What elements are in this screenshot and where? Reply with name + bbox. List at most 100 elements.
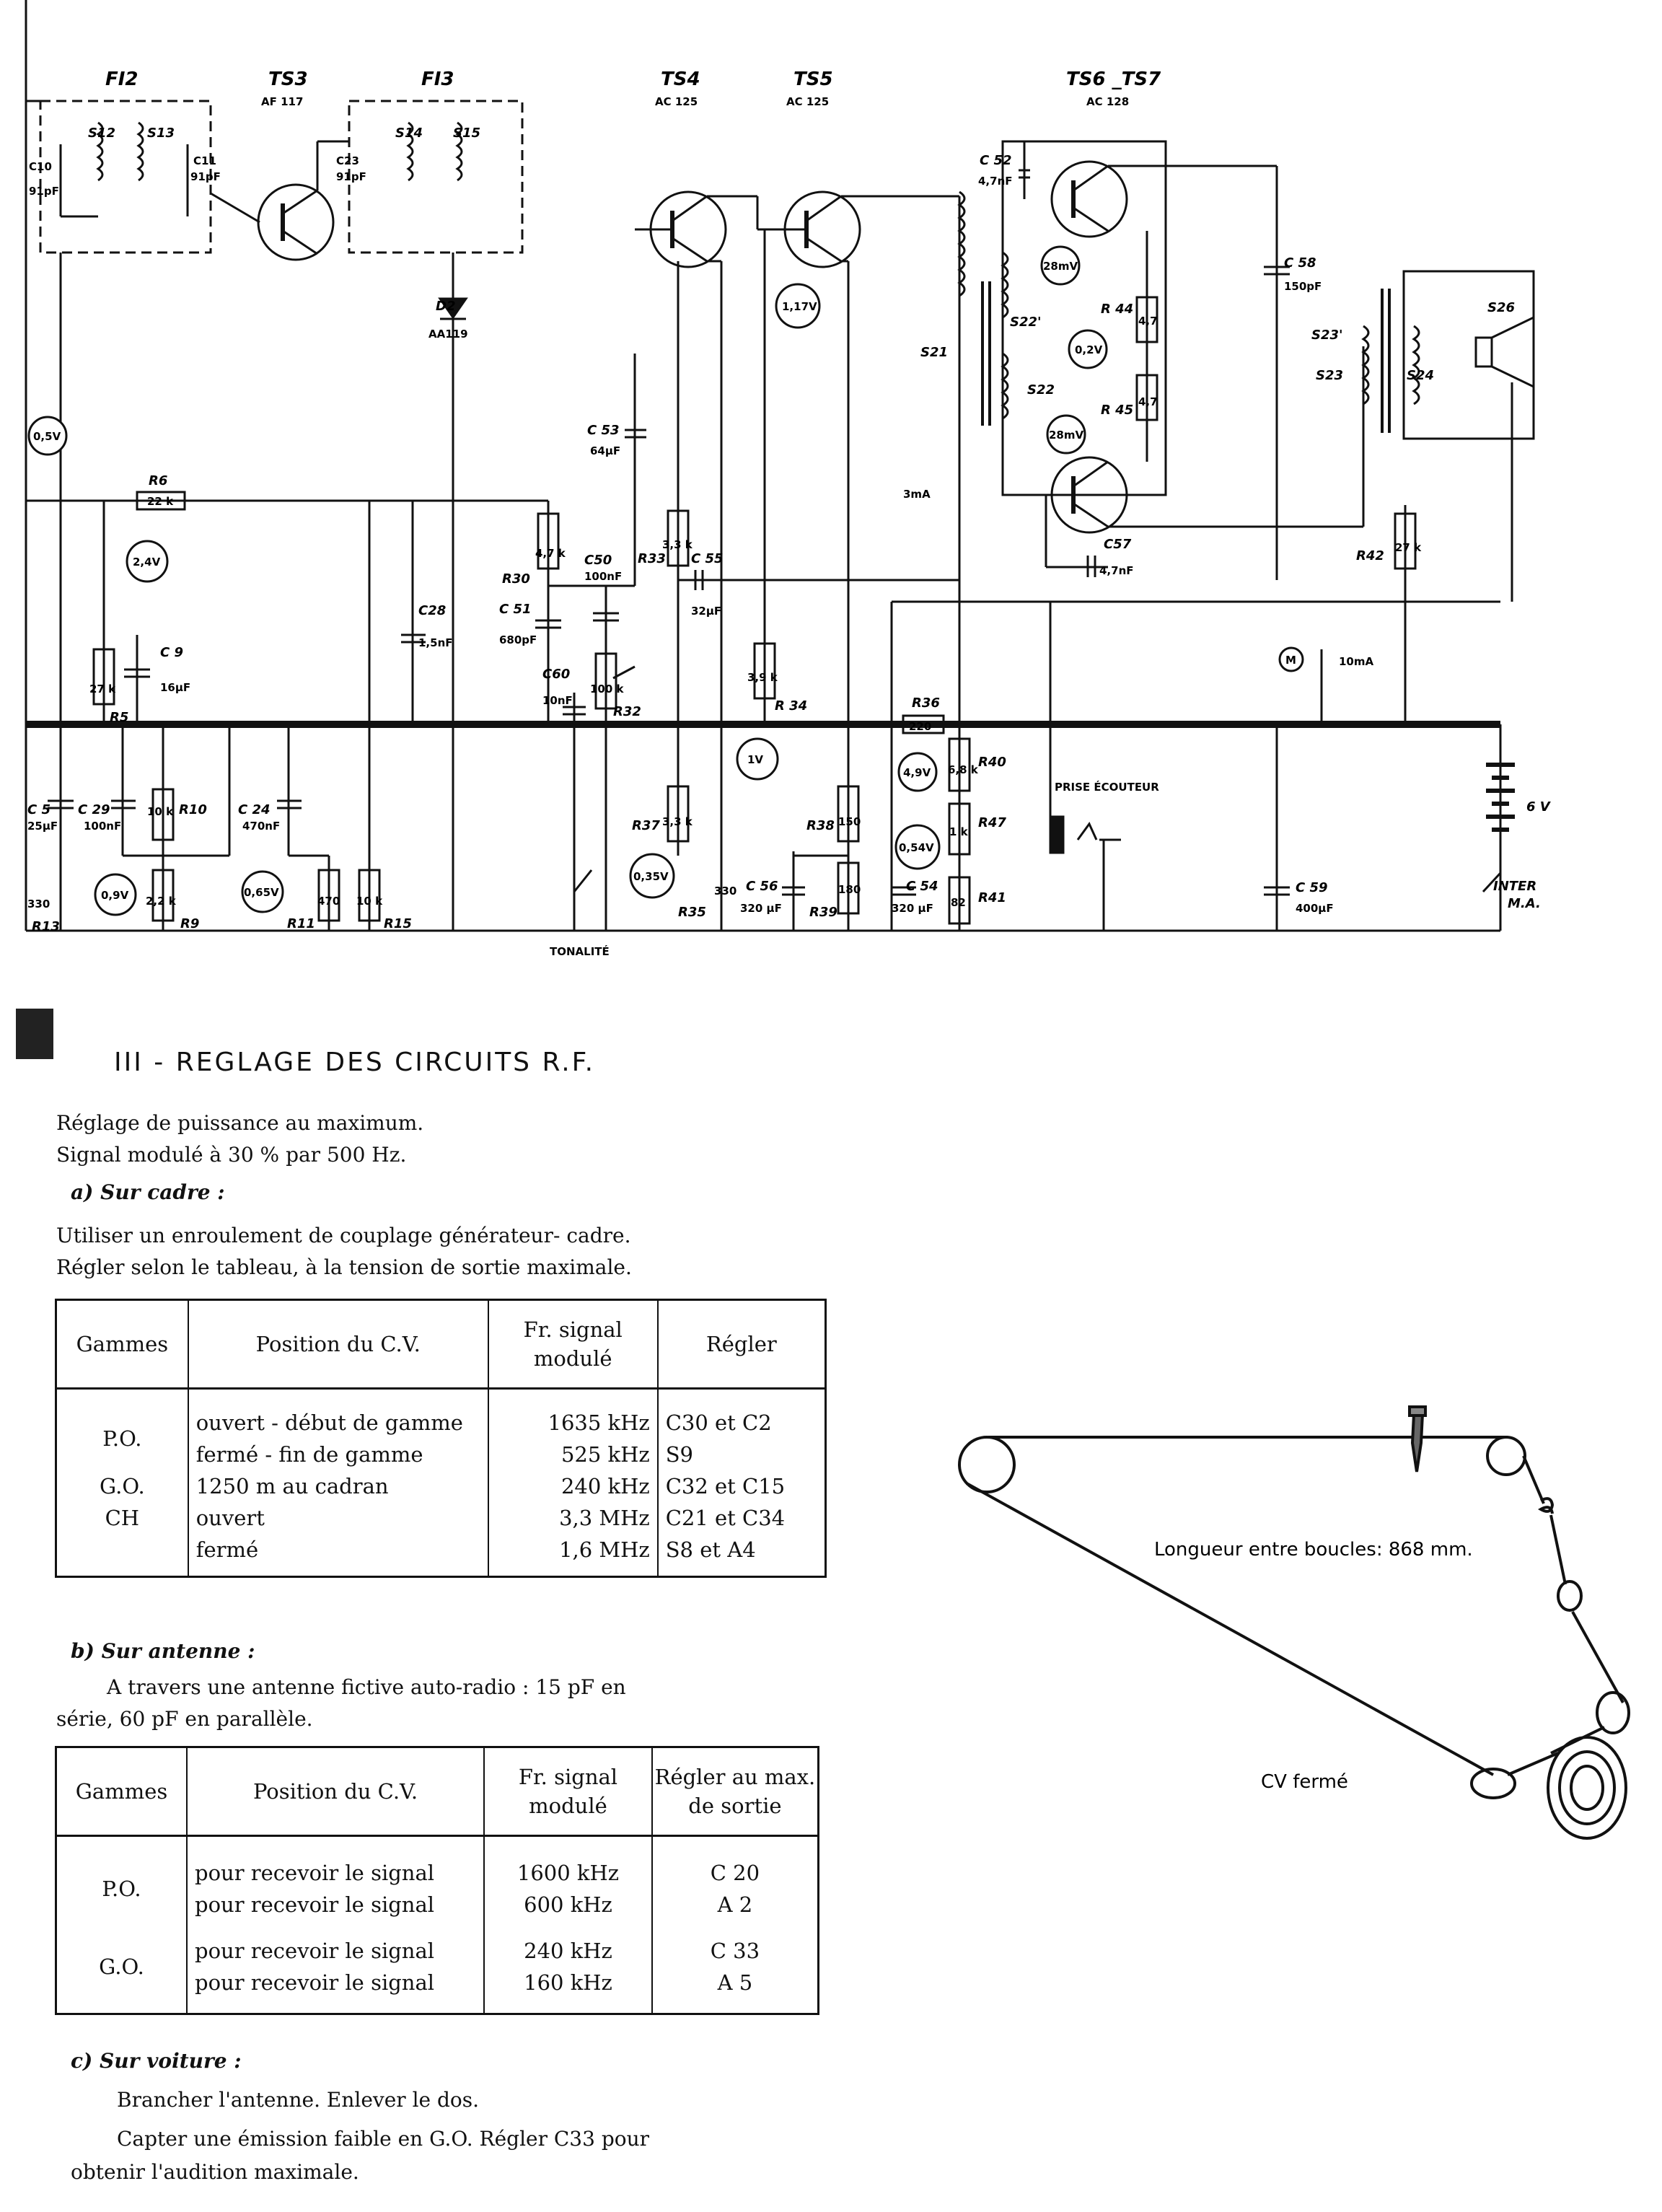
cell-fr: 1600 kHz	[516, 1861, 620, 1885]
table-row: G.O. 1250 m au cadran 240 kHz C32 et C15	[55, 1470, 827, 1502]
cell-regler: A 5	[717, 1970, 753, 1995]
c57-label: C57	[1104, 537, 1132, 552]
coil-s22p: S22'	[1010, 315, 1042, 330]
r42-label: R42	[1356, 548, 1384, 563]
c56-value: 320 µF	[740, 902, 782, 915]
c54-value: 320 µF	[892, 902, 933, 915]
ma-label: M.A.	[1508, 896, 1541, 911]
stage-label-fi3: FI3	[421, 69, 454, 90]
coil-s22: S22	[1027, 382, 1055, 398]
stage-label-fi2: FI2	[105, 69, 138, 90]
c53-value: 64µF	[590, 444, 620, 457]
cell-pos: pour recevoir le signal	[195, 1970, 435, 1995]
c10-label: C10	[29, 160, 52, 173]
r35-label: R35	[678, 905, 706, 920]
voltage-0-2v: 0,2V	[1075, 343, 1103, 356]
r32-value: 100 k	[590, 683, 625, 695]
d2-type: AA119	[428, 328, 468, 341]
c51-label: C 51	[499, 602, 532, 617]
voltage-28mv-b: 28mV	[1049, 429, 1084, 442]
c55-label: C 55	[691, 551, 724, 566]
coil-s26: S26	[1487, 300, 1515, 315]
r35-value: 330	[714, 885, 737, 897]
c56-label: C 56	[746, 879, 778, 894]
r33-value: 3,3 k	[662, 538, 693, 551]
cell-fr: 525 kHz	[560, 1442, 650, 1467]
r5-value: 27 k	[89, 683, 116, 695]
voltage-4-9v: 4,9V	[903, 766, 931, 779]
c24-value: 470nF	[242, 820, 280, 833]
r9-label: R9	[180, 916, 199, 931]
r30-label: R30	[502, 571, 530, 587]
dial-cord-diagram: Longueur entre boucles: 868 mm. CV fermé	[958, 1405, 1630, 1840]
stage-type-ts6-ts7: AC 128	[1086, 95, 1129, 108]
cell-regler: C30 et C2	[665, 1410, 772, 1435]
r39-label: R39	[809, 905, 837, 920]
c23-value: 91pF	[336, 170, 366, 183]
cell-regler: C 33	[710, 1939, 760, 1963]
voltage-28mv-a: 28mV	[1043, 260, 1078, 273]
cell-pos: pour recevoir le signal	[195, 1892, 435, 1917]
r15-label: R15	[384, 916, 412, 931]
section-title: III - REGLAGE DES CIRCUITS R.F.	[114, 1048, 596, 1077]
c58-value: 150pF	[1284, 280, 1322, 293]
subsection-c-title: c) Sur voiture :	[71, 2049, 242, 2073]
c24-label: C 24	[238, 802, 271, 817]
coil-s21: S21	[920, 345, 948, 360]
c53-label: C 53	[587, 423, 620, 438]
table-cadre: Gammes Position du C.V. Fr. signal modul…	[55, 1299, 827, 1578]
cell-gamme: G.O.	[55, 1470, 189, 1502]
r37-value: 3,3 k	[662, 815, 693, 828]
cell-pos: fermé	[195, 1537, 259, 1562]
cell-pos: ouvert - début de gamme	[195, 1410, 463, 1435]
r6-value: 22 k	[147, 495, 174, 508]
c11-label: C11	[193, 154, 216, 167]
c52-label: C 52	[980, 153, 1012, 168]
c5-label: C 5	[27, 802, 50, 817]
r11-label: R11	[287, 916, 315, 931]
r42-value: 27 k	[1395, 541, 1422, 554]
r36-value: 220	[909, 720, 931, 733]
r10-label: R10	[179, 802, 207, 817]
c51-value: 680pF	[499, 633, 537, 646]
r11-value: 470	[317, 895, 340, 908]
c59-value: 400µF	[1296, 902, 1334, 915]
r38-label: R38	[806, 818, 835, 833]
c9-value: 16µF	[160, 681, 190, 694]
c-line-1: Brancher l'antenne. Enlever le dos.	[117, 2088, 480, 2112]
c5-value: 25µF	[27, 820, 58, 833]
cell-fr: 240 kHz	[524, 1939, 612, 1963]
r45-value: 4,7	[1138, 395, 1158, 408]
cell-regler: S9	[665, 1442, 694, 1467]
stage-label-ts5: TS5	[793, 69, 833, 90]
stage-type-ts3: AF 117	[261, 95, 303, 108]
r41-label: R41	[978, 890, 1006, 905]
cell-pos: ouvert	[195, 1506, 265, 1530]
stage-label-ts4: TS4	[661, 69, 700, 90]
cell-fr: 3,3 MHz	[559, 1506, 650, 1530]
cell-fr: 240 kHz	[560, 1474, 650, 1498]
b-line-1: A travers une antenne fictive auto-radio…	[107, 1675, 626, 1699]
r10-value: 10 k	[147, 805, 174, 818]
r45-label: R 45	[1101, 403, 1133, 418]
cell-pos: pour recevoir le signal	[195, 1861, 435, 1885]
battery-label: 6 V	[1526, 799, 1552, 815]
current-10ma: 10mA	[1339, 655, 1374, 668]
voltage-0-5v: 0,5V	[33, 430, 61, 443]
cv-ferme-label: CV fermé	[1261, 1771, 1348, 1793]
coil-s13: S13	[147, 126, 175, 141]
pulley-left	[958, 1436, 1016, 1493]
c50-label: C50	[584, 553, 612, 568]
voltage-0-35v: 0,35V	[633, 870, 669, 883]
r15-value: 10 k	[356, 895, 383, 908]
col-header-position: Position du C.V.	[187, 1299, 489, 1390]
voltage-0-9v: 0,9V	[101, 889, 129, 902]
current-3ma: 3mA	[903, 488, 931, 501]
tonalite-label: TONALITÉ	[550, 944, 610, 958]
cell-gamme: P.O.	[55, 1835, 188, 1921]
coil-s15: S15	[453, 126, 480, 141]
c23-label: C23	[336, 154, 359, 167]
